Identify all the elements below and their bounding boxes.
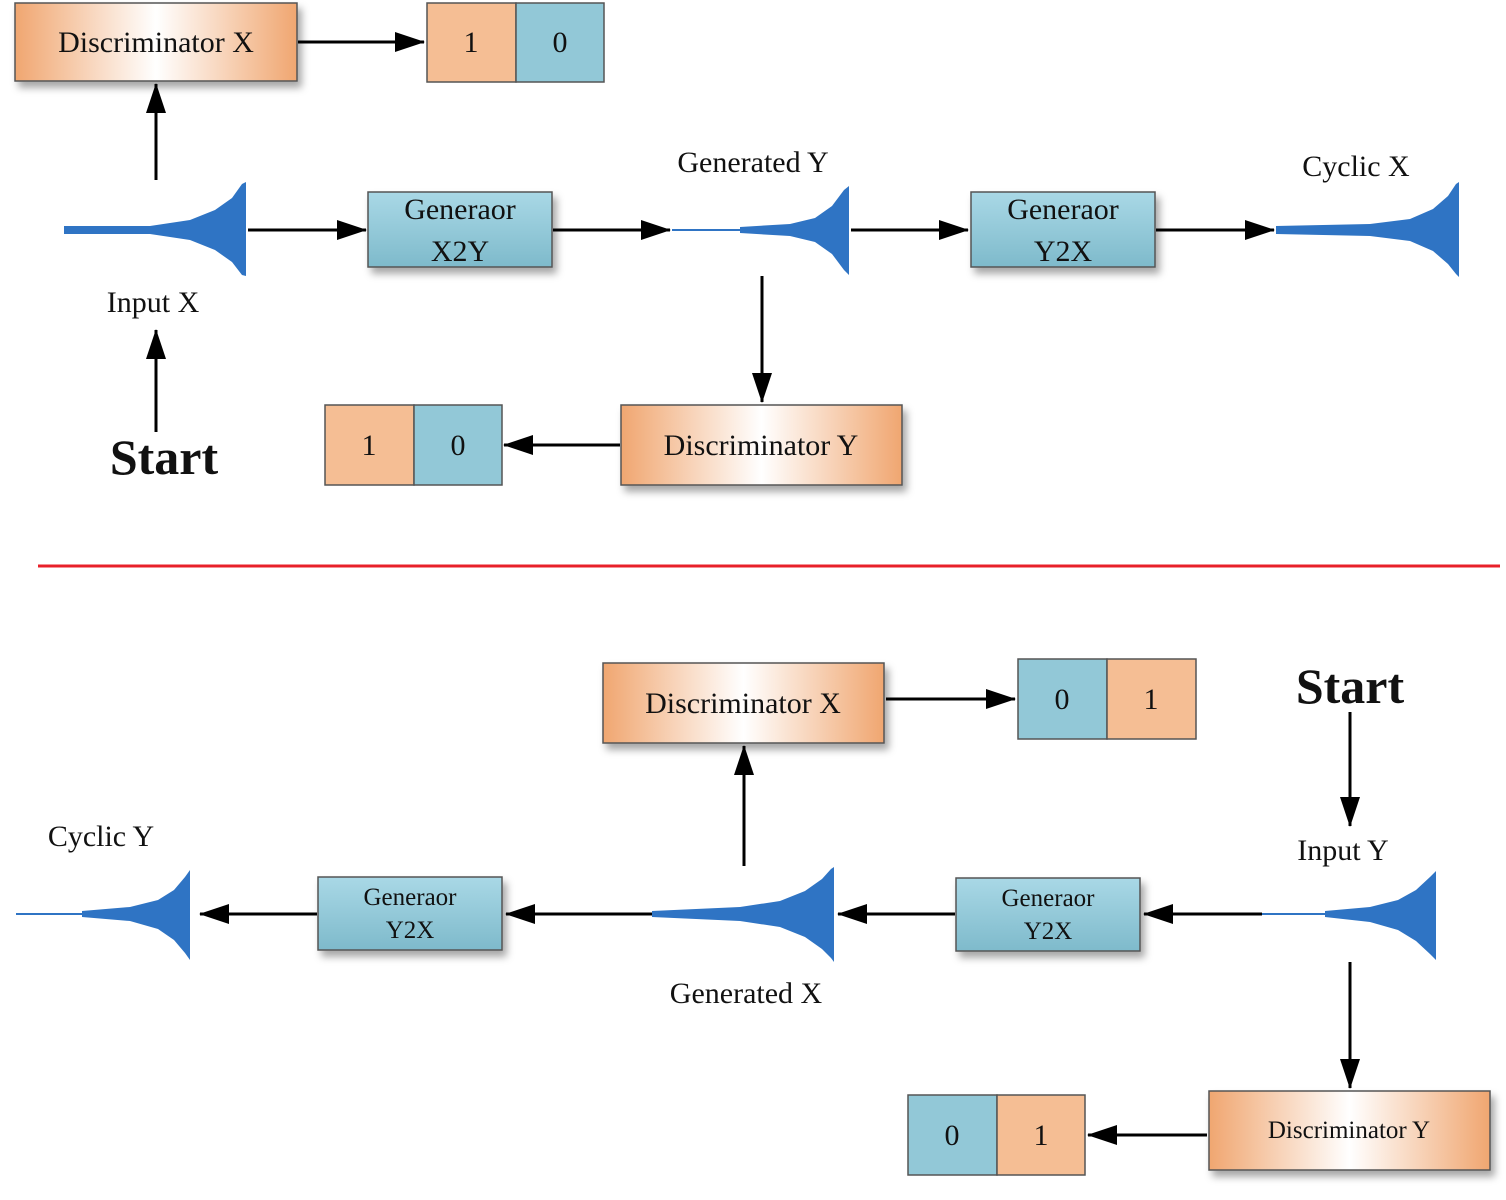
top-discriminator-x: Discriminator X bbox=[14, 2, 298, 82]
bottom-discriminator-x: Discriminator X bbox=[602, 662, 885, 744]
cyclic-x-waveform bbox=[1276, 182, 1459, 277]
generator-y2x-bottom-left: Generaor Y2X bbox=[317, 876, 503, 951]
bottom-output-cells: 0 1 bbox=[1017, 658, 1197, 740]
top-start-label: Start bbox=[110, 429, 219, 485]
generator-right-line2: Y2X bbox=[1024, 918, 1073, 945]
bottom-discriminator-x-label: Discriminator X bbox=[645, 687, 841, 720]
generator-left-line1: Generaor bbox=[364, 884, 458, 911]
top-discriminator-x-label: Discriminator X bbox=[58, 26, 254, 59]
top-discriminator-y: Discriminator Y bbox=[620, 404, 903, 486]
input-y-label: Input Y bbox=[1297, 834, 1388, 867]
bottom-discriminator-y-label: Discriminator Y bbox=[1268, 1117, 1430, 1144]
bottom-output-cells-2: 0 1 bbox=[907, 1094, 1086, 1176]
generator-y2x-top-line2: Y2X bbox=[1034, 235, 1093, 268]
bottom-output-right: 1 bbox=[1144, 683, 1159, 716]
bottom-output2-right: 1 bbox=[1034, 1119, 1049, 1152]
top-output-right: 0 bbox=[553, 26, 568, 59]
generator-x2y-line1: Generaor bbox=[404, 193, 516, 226]
generator-x2y-line2: X2Y bbox=[431, 235, 489, 268]
top-output2-right: 0 bbox=[451, 429, 466, 462]
generator-left-line2: Y2X bbox=[386, 917, 435, 944]
bottom-start-label: Start bbox=[1296, 658, 1405, 714]
generator-right-line1: Generaor bbox=[1002, 885, 1096, 912]
top-output-cells: 1 0 bbox=[426, 2, 605, 83]
top-output2-left: 1 bbox=[362, 429, 377, 462]
cyclic-y-label: Cyclic Y bbox=[48, 820, 154, 853]
bottom-discriminator-y: Discriminator Y bbox=[1208, 1090, 1491, 1171]
generator-y2x-top: Generaor Y2X bbox=[970, 191, 1156, 268]
bottom-output-left: 0 bbox=[1055, 683, 1070, 716]
generated-y-waveform bbox=[672, 186, 849, 275]
top-discriminator-y-label: Discriminator Y bbox=[664, 429, 859, 462]
top-output-cells-2: 1 0 bbox=[324, 404, 503, 486]
input-x-label: Input X bbox=[107, 286, 200, 319]
input-y-waveform bbox=[1262, 871, 1436, 960]
input-x-waveform bbox=[64, 182, 246, 276]
generated-x-label: Generated X bbox=[670, 977, 823, 1010]
top-output-left: 1 bbox=[464, 26, 479, 59]
generator-x2y: Generaor X2Y bbox=[367, 191, 553, 268]
generator-y2x-top-line1: Generaor bbox=[1007, 193, 1119, 226]
generator-y2x-bottom-right: Generaor Y2X bbox=[955, 877, 1141, 952]
bottom-output2-left: 0 bbox=[945, 1119, 960, 1152]
cyclic-x-label: Cyclic X bbox=[1302, 150, 1410, 183]
generated-y-label: Generated Y bbox=[677, 146, 828, 179]
cyclic-y-waveform bbox=[16, 870, 190, 960]
generated-x-waveform bbox=[652, 867, 834, 962]
